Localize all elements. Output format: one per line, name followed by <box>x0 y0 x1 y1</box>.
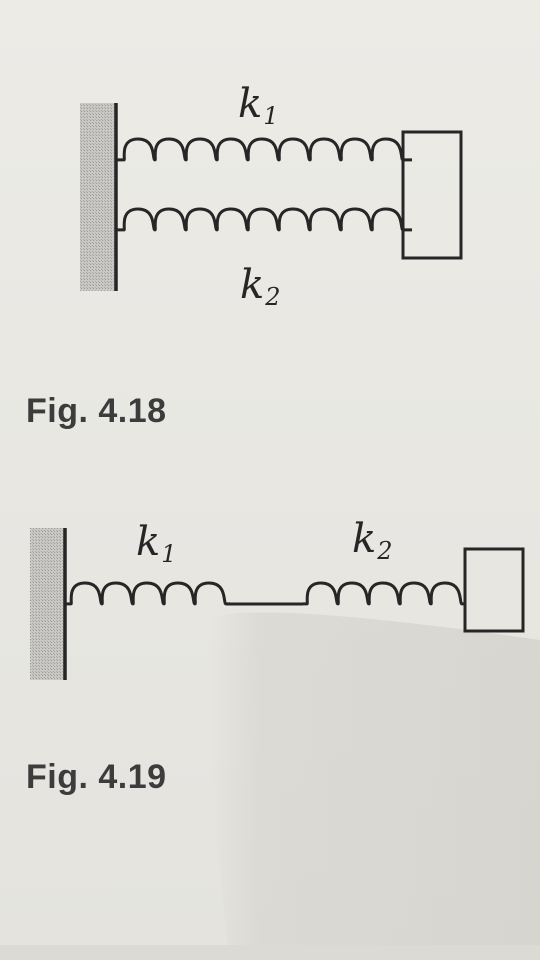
figure-4-18-diagram: k1 k2 <box>80 81 463 311</box>
spring-k2 <box>116 207 412 232</box>
label-k2: k2 <box>240 262 281 311</box>
label-k1: k1 <box>238 81 279 130</box>
spring-k2 <box>303 581 465 606</box>
figure-caption-4-18: Fig. 4.18 <box>26 392 167 430</box>
figure-4-19-diagram: k1 k2 <box>30 516 525 680</box>
wall-hatch <box>30 528 64 680</box>
hand-shadow <box>210 612 540 960</box>
label-k1: k1 <box>136 519 177 568</box>
wall-hatch <box>80 103 115 291</box>
label-k2: k2 <box>352 516 393 565</box>
figure-caption-4-19: Fig. 4.19 <box>26 758 167 796</box>
mass-block <box>401 130 463 260</box>
spring-k1 <box>116 137 412 162</box>
spring-k1 <box>65 581 230 606</box>
mass-block <box>463 547 525 633</box>
